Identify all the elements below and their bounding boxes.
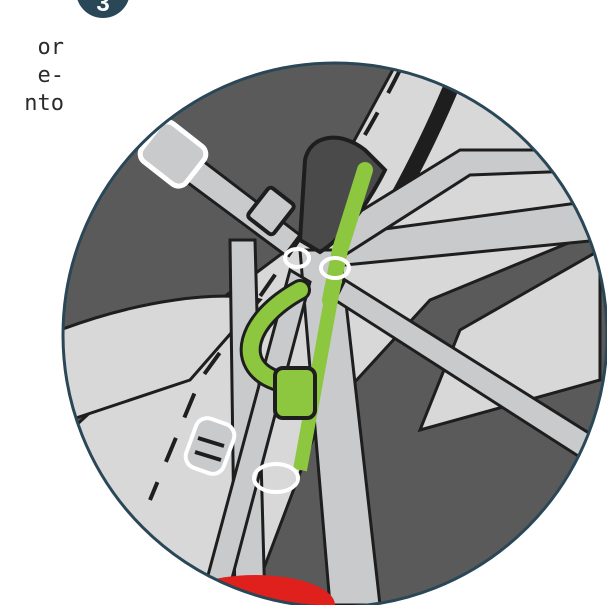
tether-connector [275,368,315,418]
